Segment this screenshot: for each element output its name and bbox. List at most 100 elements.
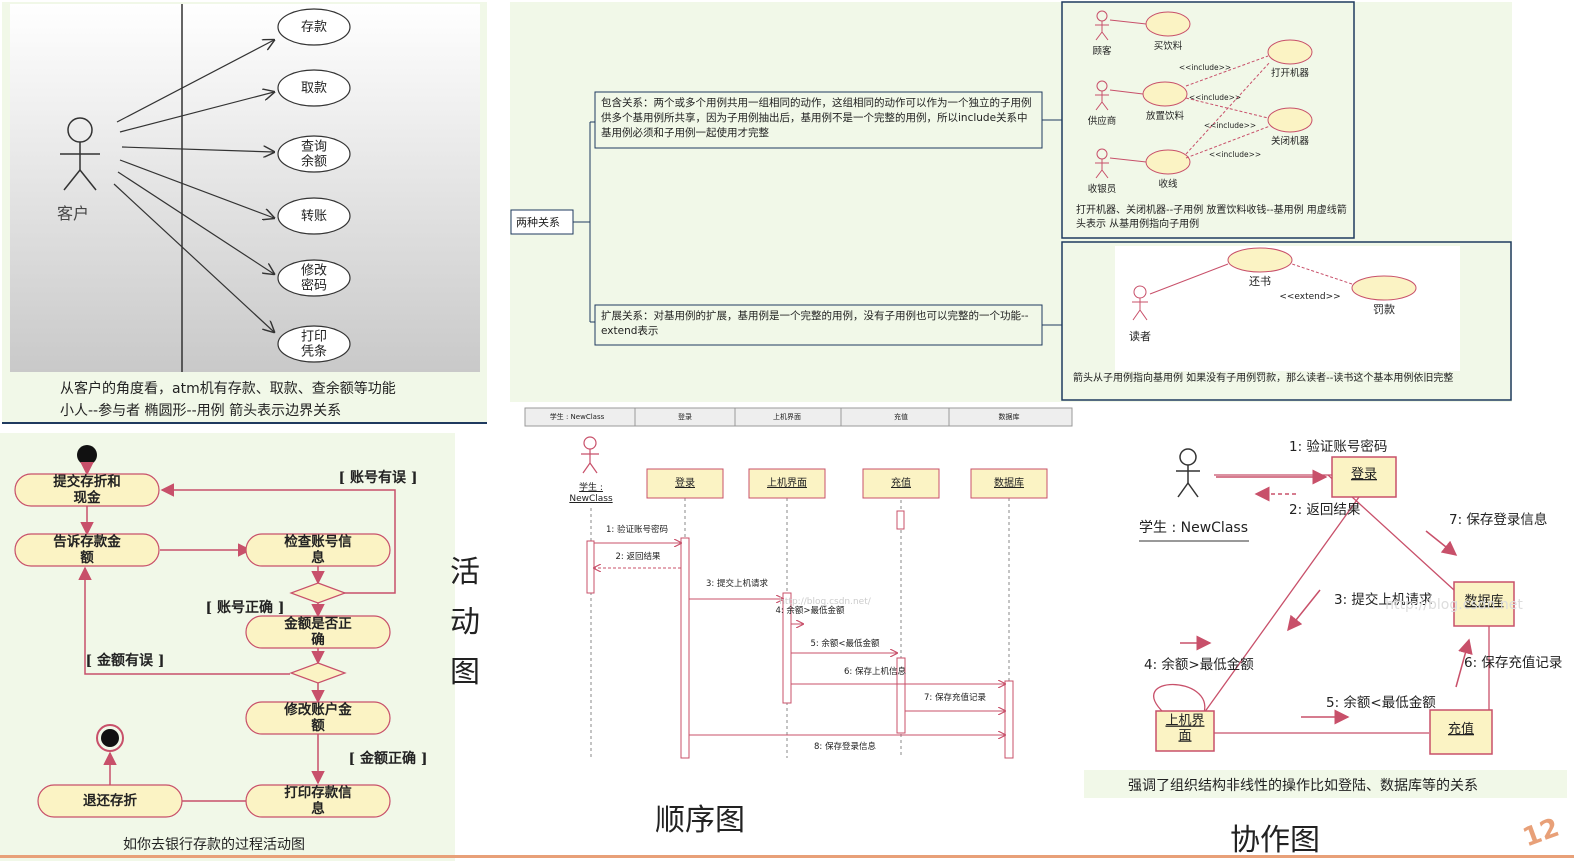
sequence-object xyxy=(646,468,724,499)
relations-root: 两种关系 xyxy=(516,216,560,229)
sequence-message-label: 3: 提交上机请求 xyxy=(706,578,768,589)
activity-node xyxy=(37,784,183,818)
collab-caption: 强调了组织结构非线性的操作比如登陆、数据库等的关系 xyxy=(1128,778,1478,794)
collab-message-label: 1: 验证账号密码 xyxy=(1289,438,1387,455)
return-book-usecase xyxy=(1227,247,1293,273)
usecase-label: 存款 xyxy=(301,20,327,35)
watermark: http://blog.csdn.net xyxy=(1385,597,1523,613)
collab-message-label: 5: 余额<最低金额 xyxy=(1326,694,1436,711)
student-actor-icon xyxy=(581,436,599,474)
guard-label: [ 账号正确 ] xyxy=(206,599,285,616)
activity-label: 活 动 图 xyxy=(450,555,480,690)
collab-object xyxy=(1453,581,1515,627)
collab-actor-icon xyxy=(1176,448,1200,498)
sub-usecase-label: 打开机器 xyxy=(1271,67,1310,79)
activity-node xyxy=(245,784,391,818)
sequence-object-label: 上机界面 xyxy=(767,476,807,489)
sequence-message-label: 2: 返回结果 xyxy=(616,551,661,562)
usecase-ellipse xyxy=(277,135,351,173)
activity-node xyxy=(245,533,391,567)
sequence-header-cell: 充值 xyxy=(894,412,908,421)
sequence-label: 顺序图 xyxy=(655,803,745,838)
usecase-ellipse xyxy=(277,259,351,297)
collab-message-label: 3: 提交上机请求 xyxy=(1334,591,1433,608)
extend-text: 扩展关系：对基用例的扩展，基用例是一个完整的用例，没有子用例也可以完整的一个功能… xyxy=(601,310,1029,337)
base-usecase-label: 收线 xyxy=(1158,178,1178,190)
start-node xyxy=(77,445,97,465)
activity-node-label: 打印存款信息 xyxy=(284,784,352,817)
collab-message-label: 4: 余额>最低金额 xyxy=(1144,656,1254,673)
activity-node xyxy=(245,701,391,735)
usecase-caption-1: 从客户的角度看，atm机有存款、取款、查余额等功能 xyxy=(60,381,396,397)
actor-icon xyxy=(60,117,100,191)
activity-node xyxy=(14,473,160,507)
activity-node xyxy=(14,533,160,567)
collab-actor-label: 学生 : NewClass xyxy=(1139,520,1248,536)
usecase-ellipse xyxy=(277,8,351,46)
end-node xyxy=(101,729,119,747)
collab-diagram: 登录数据库上机界面充值 1: 验证账号密码2: 返回结果7: 保存登录信息3: … xyxy=(1084,438,1567,798)
include-stereotype: <<include>> xyxy=(1179,63,1231,72)
collab-message-label: 2: 返回结果 xyxy=(1289,502,1361,518)
collab-object xyxy=(1429,709,1493,755)
activity-node-label: 检查账号信息 xyxy=(284,533,352,566)
extend-arrow xyxy=(1291,263,1353,285)
relations-panel: 顾客供应商收银员买饮料放置饮料收线打开机器关闭机器<<include>><<in… xyxy=(510,1,1512,402)
include-actor-label: 供应商 xyxy=(1088,115,1117,127)
collab-object xyxy=(1155,710,1215,752)
base-usecase xyxy=(1145,149,1191,175)
sequence-actor-label: 学生 : NewClass xyxy=(569,483,613,504)
usecase-label: 转账 xyxy=(301,209,327,224)
actor-label: 客户 xyxy=(57,204,89,223)
activity-diagram: 提交存折和现金告诉存款金额检查账号信息金额是否正确修改账户金额打印存款信息退还存… xyxy=(14,445,428,818)
sub-usecase xyxy=(1267,39,1313,65)
usecase-ellipse xyxy=(277,197,351,235)
sequence-object xyxy=(862,468,940,499)
decision-amount xyxy=(289,662,347,684)
activity-node-label: 告诉存款金额 xyxy=(53,533,121,566)
include-stereotype: <<include>> xyxy=(1209,150,1261,159)
relations-mindmap: 顾客供应商收银员买饮料放置饮料收线打开机器关闭机器<<include>><<in… xyxy=(510,1,1512,401)
sub-usecase-label: 关闭机器 xyxy=(1271,135,1310,147)
sequence-header-cell: 数据库 xyxy=(999,412,1020,421)
usecase-label: 取款 xyxy=(301,81,327,96)
collab-object-label: 数据库 xyxy=(1464,593,1503,609)
collab-message-label: 6: 保存充值记录 xyxy=(1464,655,1562,671)
activity-caption: 如你去银行存款的过程活动图 xyxy=(123,837,305,853)
sequence-message-label: 4: 余额>最低金额 xyxy=(775,605,845,616)
collab-object-label: 上机界面 xyxy=(1165,713,1204,743)
collab-object-label: 充值 xyxy=(1448,721,1474,737)
sequence-message-label: 6: 保存上机信息 xyxy=(844,666,906,677)
usecase-ellipse xyxy=(277,69,351,107)
actor-body xyxy=(1095,91,1109,111)
base-usecase-label: 放置饮料 xyxy=(1146,110,1185,122)
fine-usecase xyxy=(1351,275,1417,301)
fine-label: 罚款 xyxy=(1373,302,1395,316)
usecase-ellipse xyxy=(277,325,351,363)
base-usecase-label: 买饮料 xyxy=(1154,40,1183,52)
sequence-object xyxy=(970,468,1048,499)
include-text: 包含关系：两个或多个用例共用一组相同的动作，这组相同的动作可以作为一个独立的子用… xyxy=(601,97,1032,139)
footer-rule xyxy=(0,855,1574,858)
activity-node xyxy=(245,615,391,649)
return-book-label: 还书 xyxy=(1249,275,1271,288)
reader-label: 读者 xyxy=(1129,329,1151,343)
include-arrow xyxy=(1185,97,1269,119)
end-node-ring xyxy=(96,724,124,752)
include-note: 打开机器、关闭机器--子用例 放置饮料收钱--基用例 用虚线箭头表示 从基用例指… xyxy=(1076,205,1347,230)
include-arrow xyxy=(1185,55,1269,87)
sub-usecase xyxy=(1267,107,1313,133)
activity-panel: 提交存折和现金告诉存款金额检查账号信息金额是否正确修改账户金额打印存款信息退还存… xyxy=(0,433,455,861)
guard-label: [ 账号有误 ] xyxy=(339,469,418,486)
sequence-message-label: 1: 验证账号密码 xyxy=(606,524,668,535)
sequence-message-label: 5: 余额<最低金额 xyxy=(810,638,880,649)
include-stereotype: <<include>> xyxy=(1204,121,1256,130)
activity-node-label: 金额是否正确 xyxy=(283,615,352,648)
assoc-line xyxy=(1109,19,1147,25)
include-actor-label: 收银员 xyxy=(1088,183,1117,195)
base-usecase xyxy=(1142,81,1188,107)
extend-stereotype: <<extend>> xyxy=(1279,292,1340,302)
